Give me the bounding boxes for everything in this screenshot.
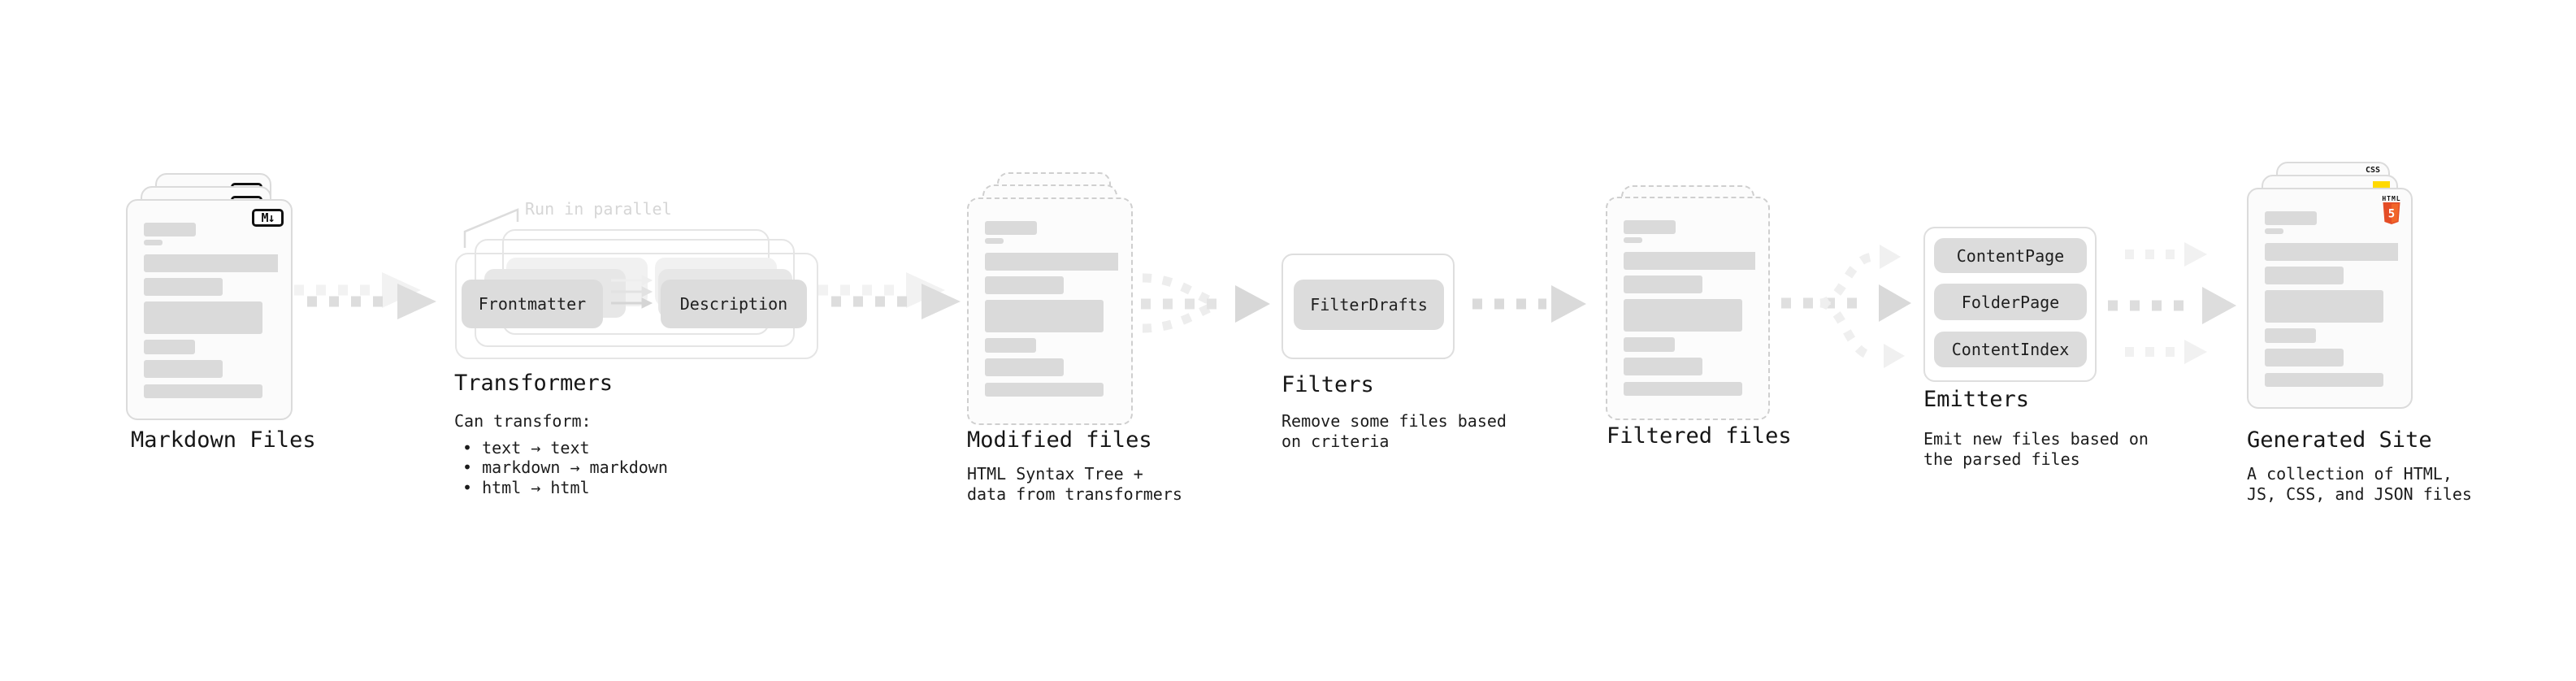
markdown-files-label: Markdown Files bbox=[131, 427, 316, 453]
placeholder-bar bbox=[144, 254, 278, 272]
placeholder-bar bbox=[2265, 243, 2398, 261]
document-placeholder-lines bbox=[985, 221, 1118, 403]
flow-arrow-converge-to-filters bbox=[1141, 273, 1270, 333]
placeholder-bar bbox=[144, 223, 196, 236]
html5-shield: 5 bbox=[2383, 202, 2400, 224]
transformers-bullet: • markdown → markdown bbox=[462, 458, 668, 477]
frontmatter-pill: Frontmatter bbox=[462, 280, 603, 328]
placeholder-bar bbox=[985, 338, 1036, 353]
run-in-parallel-note: Run in parallel bbox=[525, 199, 672, 219]
filterdrafts-pill: FilterDrafts bbox=[1294, 280, 1444, 330]
placeholder-bar bbox=[985, 358, 1064, 376]
placeholder-bar bbox=[2265, 211, 2317, 225]
contentpage-pill: ContentPage bbox=[1934, 238, 2087, 273]
flow-arrow-diverge-to-emitters bbox=[1781, 245, 1911, 368]
svg-text:5: 5 bbox=[2388, 208, 2395, 221]
folderpage-pill: FolderPage bbox=[1934, 284, 2087, 320]
placeholder-bar bbox=[144, 278, 223, 296]
placeholder-bar bbox=[144, 384, 262, 398]
placeholder-bar bbox=[2265, 373, 2383, 387]
transformers-description: Can transform: • text → text • markdown … bbox=[454, 411, 668, 497]
generated-site-label: Generated Site bbox=[2247, 427, 2432, 453]
placeholder-bar bbox=[144, 240, 163, 245]
placeholder-bar bbox=[144, 360, 223, 378]
placeholder-bar bbox=[2265, 290, 2383, 323]
contentindex-pill: ContentIndex bbox=[1934, 332, 2087, 367]
javascript-icon bbox=[2373, 181, 2390, 189]
modified-files-description: HTML Syntax Tree + data from transformer… bbox=[967, 464, 1182, 504]
generated-desc-line: A collection of HTML, bbox=[2247, 464, 2452, 484]
placeholder-bar bbox=[144, 340, 195, 354]
placeholder-bar bbox=[1624, 337, 1675, 352]
placeholder-bar bbox=[1624, 252, 1755, 270]
emitters-label: Emitters bbox=[1923, 387, 2030, 412]
document-placeholder-lines bbox=[2265, 211, 2398, 387]
filters-label: Filters bbox=[1281, 372, 1374, 397]
document-placeholder-lines bbox=[144, 223, 278, 398]
generated-desc-line: JS, CSS, and JSON files bbox=[2247, 484, 2472, 504]
markdown-icon: M↓ bbox=[252, 209, 284, 227]
run-in-parallel-leader-line bbox=[463, 208, 519, 248]
placeholder-bar bbox=[985, 383, 1104, 397]
flow-arrows-emitters-to-generated bbox=[2108, 242, 2236, 364]
generated-site-card-front: HTML 5 bbox=[2247, 188, 2413, 409]
placeholder-bar bbox=[1624, 299, 1742, 332]
transformers-bullet: • html → html bbox=[462, 477, 590, 497]
placeholder-bar bbox=[1624, 358, 1702, 375]
placeholder-bar bbox=[2265, 328, 2316, 343]
filtered-files-label: Filtered files bbox=[1607, 423, 1792, 449]
flow-arrow-transformers-to-modified bbox=[818, 272, 961, 319]
filters-desc-line: on criteria bbox=[1281, 431, 1390, 451]
filtered-file-card-front bbox=[1606, 197, 1770, 420]
filters-desc-line: Remove some files based bbox=[1281, 411, 1507, 431]
markdown-file-card-front: M↓ bbox=[126, 199, 293, 420]
document-placeholder-lines bbox=[1624, 220, 1755, 398]
placeholder-bar bbox=[2265, 267, 2344, 284]
filters-description: Remove some files based on criteria bbox=[1281, 411, 1507, 451]
placeholder-bar bbox=[2265, 349, 2344, 367]
placeholder-bar bbox=[2265, 228, 2283, 234]
placeholder-bar bbox=[985, 221, 1037, 235]
placeholder-bar bbox=[144, 301, 262, 334]
placeholder-bar bbox=[985, 276, 1064, 294]
parallel-step-arrows bbox=[611, 275, 653, 309]
emitters-description: Emit new files based on the parsed files bbox=[1923, 429, 2149, 469]
flow-arrow-filters-to-filtered bbox=[1472, 285, 1586, 323]
modified-files-label: Modified files bbox=[967, 427, 1152, 453]
placeholder-bar bbox=[985, 238, 1004, 244]
transformers-bullet: • text → text bbox=[462, 437, 590, 458]
placeholder-bar bbox=[1624, 382, 1742, 396]
transformers-label: Transformers bbox=[454, 371, 614, 396]
modified-file-card-front bbox=[967, 197, 1133, 425]
placeholder-bar bbox=[985, 300, 1104, 332]
placeholder-bar bbox=[1624, 237, 1642, 243]
transformers-desc-heading: Can transform: bbox=[454, 411, 592, 431]
emitters-desc-line: Emit new files based on bbox=[1923, 429, 2149, 449]
emitters-desc-line: the parsed files bbox=[1923, 449, 2080, 469]
modified-desc-line: HTML Syntax Tree + bbox=[967, 464, 1143, 484]
placeholder-bar bbox=[1624, 220, 1676, 234]
placeholder-bar bbox=[1624, 275, 1702, 293]
flow-arrow-markdown-to-transformers bbox=[294, 272, 436, 319]
html5-icon: HTML 5 bbox=[2381, 195, 2402, 228]
placeholder-bar bbox=[985, 253, 1118, 271]
description-pill: Description bbox=[661, 280, 807, 328]
transformer-layer-front bbox=[455, 253, 818, 359]
generated-site-description: A collection of HTML, JS, CSS, and JSON … bbox=[2247, 464, 2472, 504]
html5-icon-text: HTML bbox=[2382, 195, 2401, 202]
modified-desc-line: data from transformers bbox=[967, 484, 1182, 504]
